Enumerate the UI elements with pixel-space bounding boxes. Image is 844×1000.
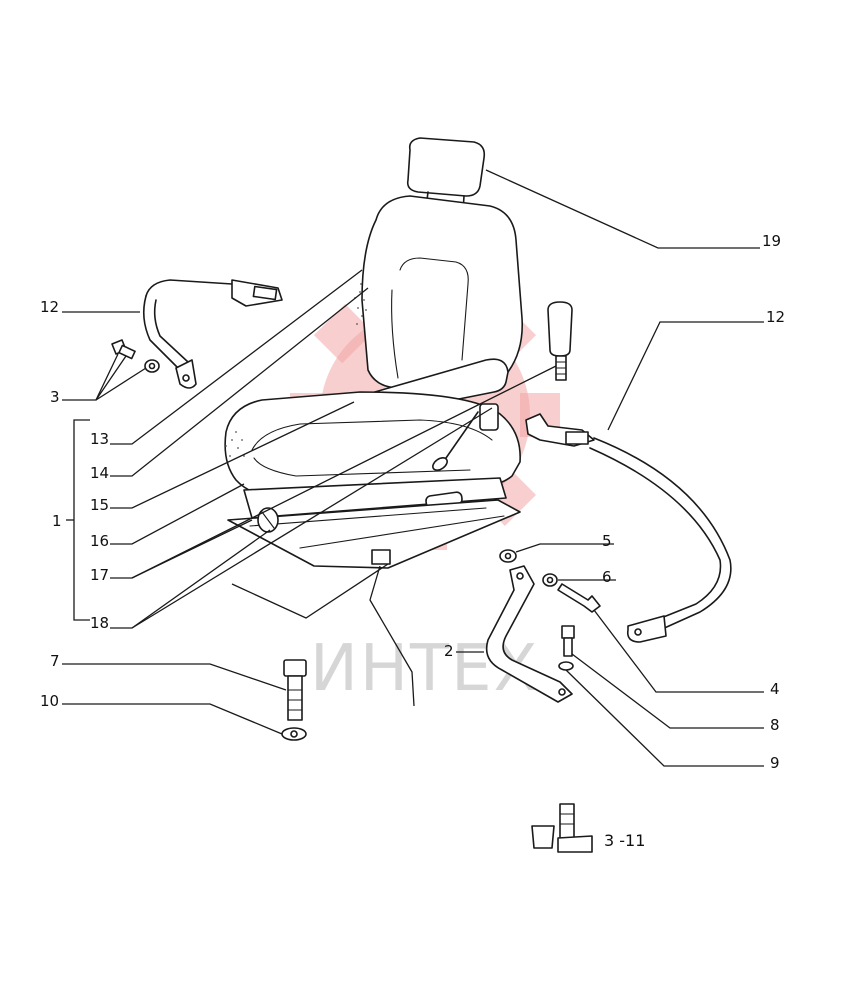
washer-9 bbox=[558, 661, 574, 671]
callout-12-left: 12 bbox=[40, 298, 59, 316]
callout-19: 19 bbox=[762, 232, 781, 250]
left-seat-belt bbox=[111, 279, 283, 389]
leader-lines bbox=[62, 169, 764, 767]
seat-suspension bbox=[243, 477, 507, 519]
callout-14: 14 bbox=[90, 464, 109, 482]
washer bbox=[542, 573, 558, 587]
callout-8: 8 bbox=[770, 716, 780, 734]
belt-bracket bbox=[485, 565, 573, 703]
mounting-hardware bbox=[281, 549, 601, 741]
reference-symbol: 3 -11 bbox=[531, 803, 645, 853]
bolt-4 bbox=[557, 583, 601, 613]
headrest bbox=[406, 137, 486, 197]
callout-6: 6 bbox=[602, 568, 612, 586]
callout-13: 13 bbox=[90, 430, 109, 448]
seat-cushion bbox=[224, 391, 521, 501]
callout-5: 5 bbox=[602, 532, 612, 550]
backrest-bolster-texture bbox=[354, 283, 367, 325]
callout-17: 17 bbox=[90, 566, 109, 584]
gear-knob bbox=[547, 301, 573, 357]
callout-15: 15 bbox=[90, 496, 109, 514]
callout-12-right: 12 bbox=[766, 308, 785, 326]
callout-3: 3 bbox=[50, 388, 60, 406]
bolt-8 bbox=[561, 625, 575, 639]
washer-10 bbox=[281, 727, 307, 741]
callout-7: 7 bbox=[50, 652, 60, 670]
callout-18: 18 bbox=[90, 614, 109, 632]
cushion-side-texture bbox=[225, 431, 245, 457]
callout-labels: 19 12 12 3 13 14 15 16 17 18 1 7 10 5 6 … bbox=[40, 232, 785, 772]
backrest bbox=[361, 195, 524, 389]
callout-16: 16 bbox=[90, 532, 109, 550]
callout-2: 2 bbox=[444, 642, 454, 660]
bolt-7 bbox=[283, 659, 307, 677]
slide-rails bbox=[227, 499, 521, 569]
seat-drawing bbox=[224, 137, 573, 569]
callout-10: 10 bbox=[40, 692, 59, 710]
callout-4: 4 bbox=[770, 680, 780, 698]
nut bbox=[499, 549, 517, 563]
reference-label: 3 -11 bbox=[604, 831, 645, 850]
callout-9: 9 bbox=[770, 754, 780, 772]
callout-1: 1 bbox=[52, 512, 62, 530]
right-seat-belt bbox=[525, 413, 732, 643]
